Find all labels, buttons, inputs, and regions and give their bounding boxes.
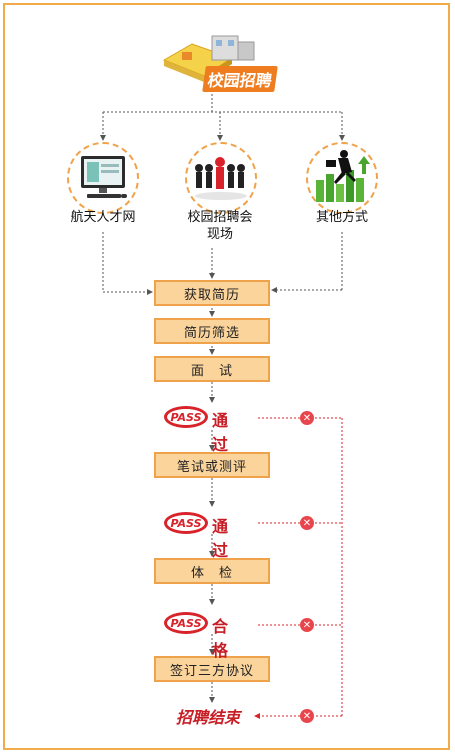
step-written-test-label: 笔试或测评 [176, 459, 247, 475]
step-sign-agreement-label: 签订三方协议 [169, 663, 254, 679]
result-pass-1-text: 通过 [212, 411, 229, 454]
logo-title: 校园招聘 [202, 66, 278, 92]
close-icon: ✕ [300, 411, 314, 425]
source-circle-other [306, 142, 378, 214]
result-pass-3-text: 合格 [212, 617, 229, 660]
step-interview-label: 面 试 [190, 363, 233, 379]
step-medical-exam: 体 检 [154, 558, 270, 584]
source-circle-website [67, 142, 139, 214]
running-businessman-icon [316, 150, 370, 202]
computer-monitor-icon [81, 156, 127, 198]
close-icon: ✕ [300, 709, 314, 723]
step-written-test: 笔试或测评 [154, 452, 270, 478]
source-circle-fair [185, 142, 257, 214]
result-pass-2-text: 通过 [212, 517, 229, 560]
step-resume-screening-label: 简历筛选 [183, 325, 240, 341]
source-label-fair-text: 校园招聘会 现场 [187, 210, 253, 242]
source-label-fair: 校园招聘会 现场 [170, 209, 270, 243]
page-frame [3, 3, 450, 750]
source-label-other: 其他方式 [315, 210, 368, 225]
pass-stamp-icon: PASS [164, 612, 208, 634]
pass-stamp-icon: PASS [164, 512, 208, 534]
close-icon: ✕ [300, 618, 314, 632]
crowd-people-icon [195, 157, 247, 200]
step-interview: 面 试 [154, 356, 270, 382]
source-label-website: 航天人才网 [70, 210, 136, 225]
step-get-resume: 获取简历 [154, 280, 270, 306]
step-medical-exam-label: 体 检 [190, 565, 233, 581]
step-get-resume-label: 获取简历 [183, 287, 240, 303]
recruitment-end: 招聘结束 [176, 708, 241, 727]
campus-recruitment-logo: 校园招聘 [152, 30, 282, 92]
close-icon: ✕ [300, 516, 314, 530]
step-sign-agreement: 签订三方协议 [154, 656, 270, 682]
step-resume-screening: 简历筛选 [154, 318, 270, 344]
pass-stamp-icon: PASS [164, 406, 208, 428]
